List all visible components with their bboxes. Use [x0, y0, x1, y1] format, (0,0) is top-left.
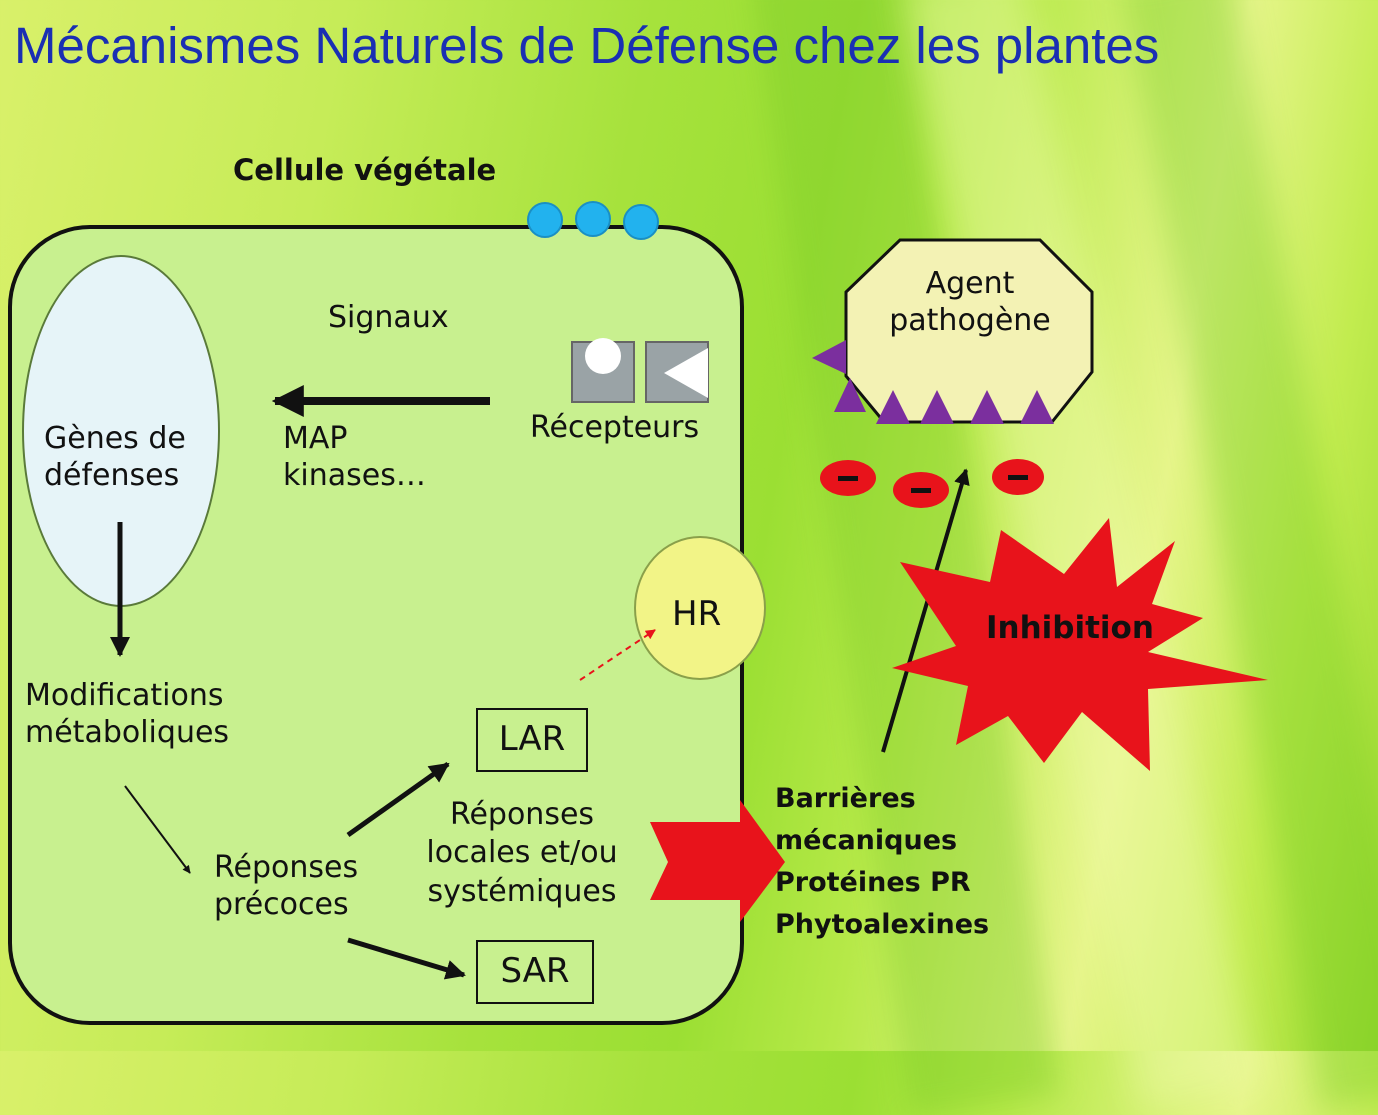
receptor-dot	[527, 202, 563, 238]
cell-label: Cellule végétale	[233, 153, 497, 187]
pathogen-spike	[812, 340, 846, 374]
receptor-dot	[575, 201, 611, 237]
sar-box: SAR	[476, 940, 594, 1004]
lar-arrow	[346, 761, 450, 838]
pathogen-spike	[834, 378, 866, 412]
receptor-ligand-triangle	[664, 348, 708, 398]
inhibition-starburst	[892, 518, 1268, 771]
sar-arrow	[347, 937, 466, 980]
pathogen-spike	[1020, 390, 1054, 424]
receptors-label: Récepteurs	[530, 410, 700, 445]
pathogen-spike	[876, 390, 910, 424]
hr-circle	[634, 536, 766, 680]
page-title: Mécanismes Naturels de Défense chez les …	[14, 17, 1160, 74]
inhibition-label: Inhibition	[986, 610, 1154, 646]
pathogen-spike	[970, 390, 1004, 424]
hr-label: HR	[672, 594, 722, 634]
lar-box: LAR	[476, 708, 588, 772]
pathogen-spike	[920, 390, 954, 424]
receptor-dot	[623, 204, 659, 240]
defense-big-arrow	[650, 800, 785, 922]
signals-label: Signaux	[328, 300, 449, 335]
hr-dashed-arrow	[579, 629, 656, 681]
modifications-arrow	[124, 785, 191, 874]
inhibition-arrow	[881, 468, 970, 753]
receptor-ligand-circle	[585, 338, 621, 374]
diagram-shapes	[110, 201, 1268, 980]
